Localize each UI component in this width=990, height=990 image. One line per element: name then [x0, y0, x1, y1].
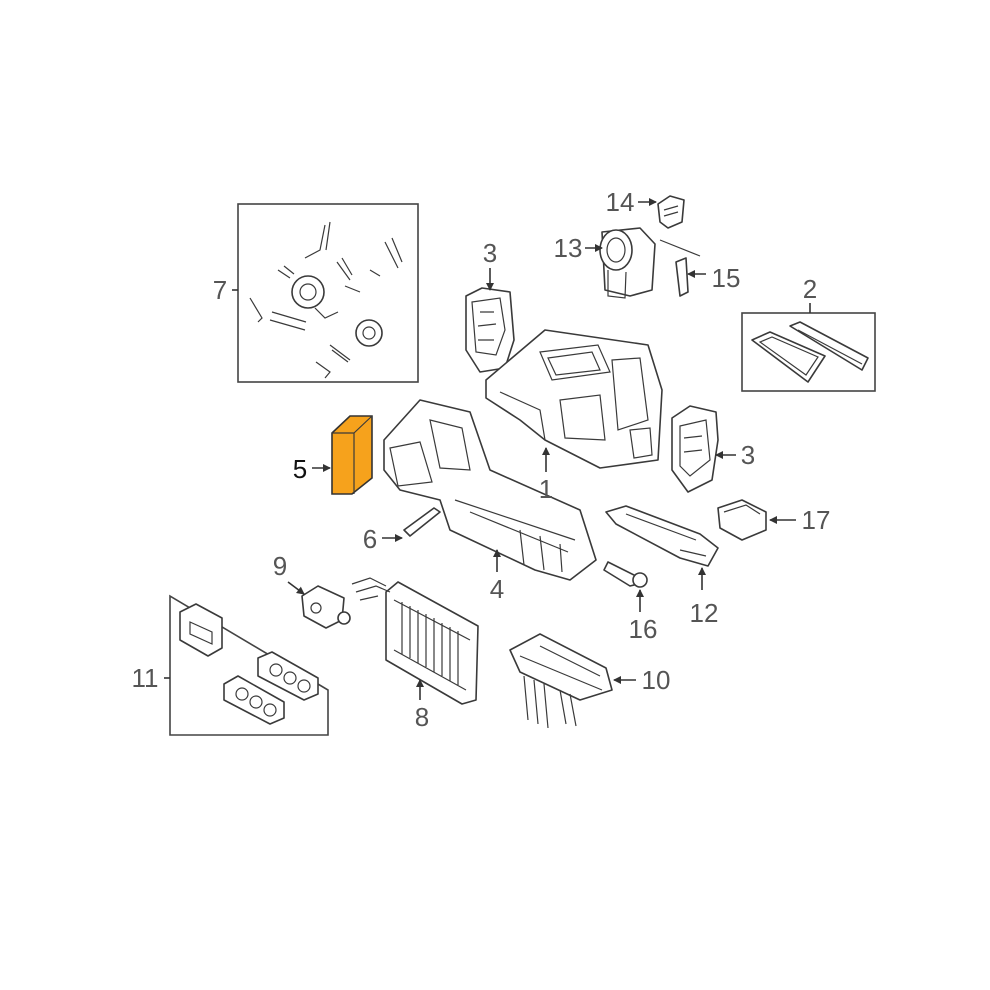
part-5-cabin-air-filter	[331, 415, 373, 495]
part-3-side-housing-left	[465, 287, 515, 373]
filter-body	[331, 415, 373, 495]
part-14-sensor	[657, 195, 685, 229]
part-7-frame	[237, 203, 419, 383]
callout-7: 7	[213, 275, 227, 305]
part-2-seal-kit	[741, 312, 876, 392]
part-13-blower-motor	[599, 227, 656, 299]
part-3-side-housing-right	[671, 405, 719, 493]
callout-8: 8	[415, 702, 429, 732]
callout-10: 10	[642, 665, 671, 695]
filter-edges	[332, 415, 373, 494]
callout-14: 14	[606, 187, 635, 217]
part-1-hvac-case	[485, 329, 663, 469]
callout-1: 1	[539, 474, 553, 504]
callout-5: 5	[293, 454, 307, 484]
callout-leaders	[287, 198, 811, 700]
callout-3-right: 3	[741, 440, 755, 470]
part-12-duct	[605, 505, 719, 567]
callout-6: 6	[363, 524, 377, 554]
callout-3-upper: 3	[483, 238, 497, 268]
callout-9: 9	[273, 551, 287, 581]
part-7-linkage-kit	[232, 203, 419, 383]
part-17-sensor-block	[717, 499, 767, 541]
part-11-vent-panels	[164, 594, 329, 736]
callout-16: 16	[629, 614, 658, 644]
callout-17: 17	[802, 505, 831, 535]
part-4-lower-duct-housing	[383, 399, 597, 581]
part-15-temperature-sensor	[659, 239, 701, 297]
callout-4: 4	[490, 574, 504, 604]
part-2-frame	[741, 312, 876, 392]
part-10-rear-unit	[509, 633, 613, 729]
callout-labels: 1 2 3 3 4 5 6 7 8 9 10 11 12 13 14 15 16…	[132, 187, 831, 732]
leader-9	[287, 581, 305, 595]
callout-12: 12	[690, 598, 719, 628]
callout-2: 2	[803, 274, 817, 304]
part-9-expansion-valve	[301, 585, 351, 629]
callout-11: 11	[132, 663, 159, 693]
part-8-evaporator-core	[351, 577, 479, 705]
callout-15: 15	[712, 263, 741, 293]
callout-13: 13	[554, 233, 583, 263]
part-6-seal-strip	[403, 507, 441, 537]
part-16-bolt	[603, 561, 648, 588]
